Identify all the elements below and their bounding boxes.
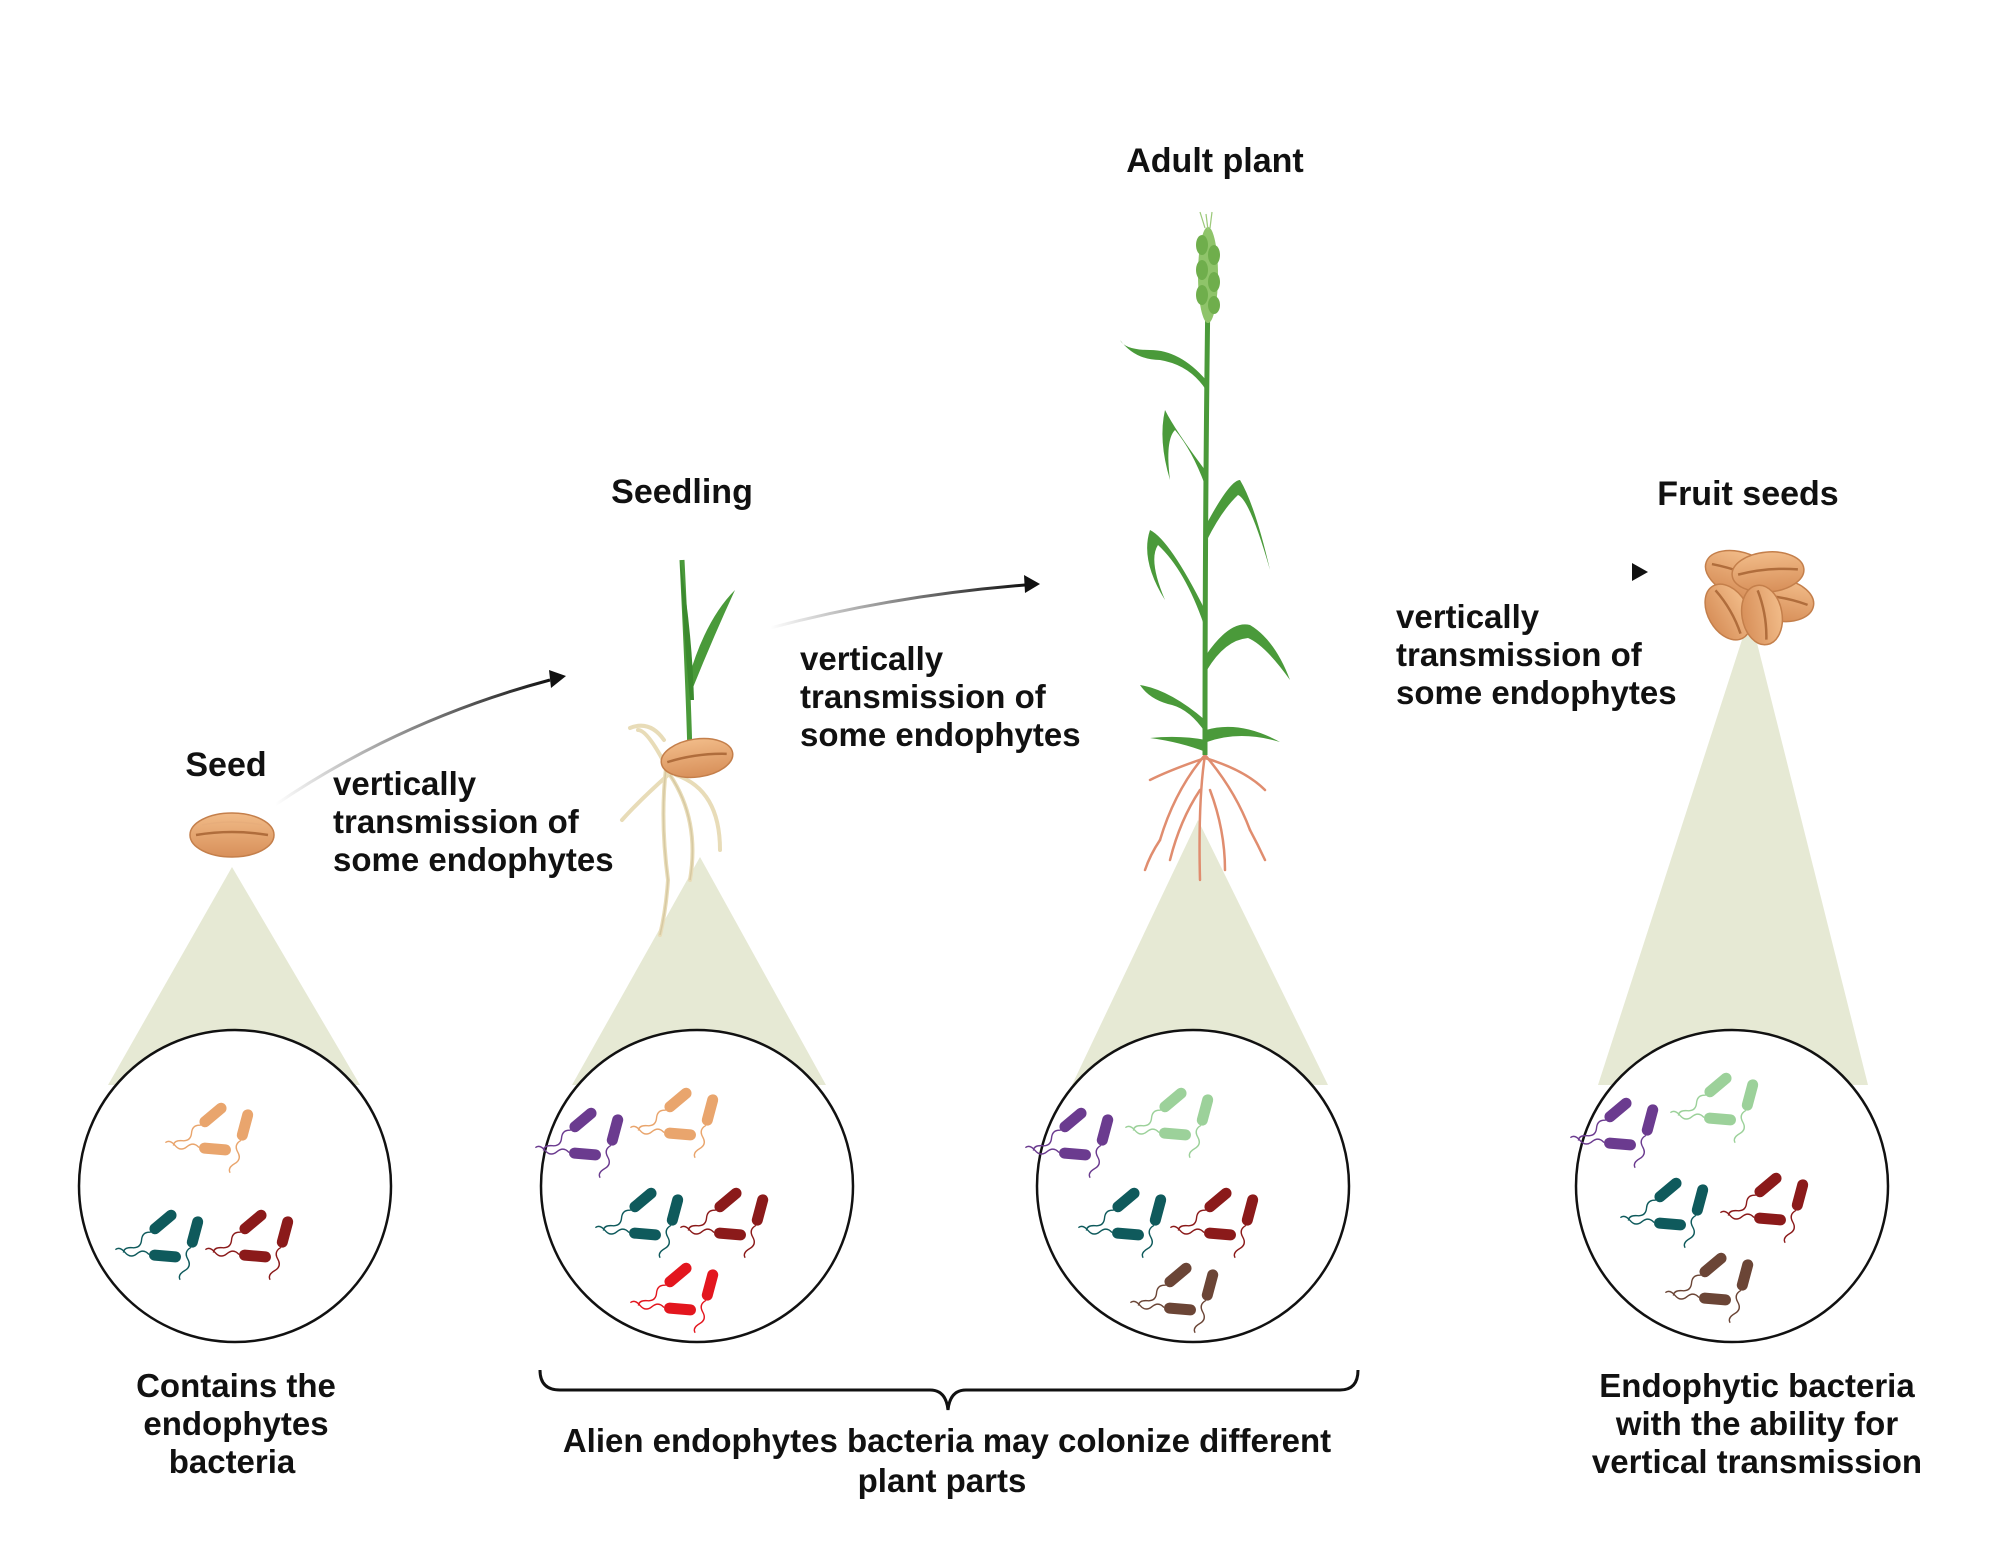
- caption-line: plant parts: [858, 1462, 1027, 1499]
- arrow-label-line: some endophytes: [1396, 674, 1677, 711]
- arrow-seed-to-seedling: [274, 670, 566, 807]
- bacterium: [212, 1209, 267, 1253]
- bacterium: [1129, 1300, 1196, 1316]
- bacterium: [1169, 1225, 1236, 1241]
- fruit-bacteria-circle: [1569, 1028, 1890, 1344]
- caption-line: Contains the: [136, 1367, 336, 1404]
- arrow-label-line: vertically: [1396, 598, 1540, 635]
- bacterium: [1783, 1179, 1809, 1244]
- arrow-label-line: vertically: [800, 640, 944, 677]
- bacterium: [602, 1187, 657, 1231]
- bacterium: [1137, 1262, 1192, 1306]
- bacterium: [1177, 1187, 1232, 1231]
- bacterium: [1124, 1125, 1191, 1141]
- bacterium: [1088, 1114, 1114, 1179]
- brace: [538, 1369, 1360, 1411]
- bacterium: [1233, 1194, 1259, 1259]
- arrow-label-line: transmission of: [1396, 636, 1643, 673]
- bacterium: [629, 1300, 696, 1316]
- bacterium: [1132, 1087, 1187, 1131]
- bacterium: [629, 1125, 696, 1141]
- bacterium: [1077, 1225, 1144, 1241]
- bacterium: [687, 1187, 742, 1231]
- arrow-label-line: vertically: [333, 765, 477, 802]
- bacterium: [1032, 1107, 1087, 1151]
- bacterium: [1188, 1094, 1214, 1159]
- bacterium: [1024, 1145, 1091, 1161]
- arrow-label-line: transmission of: [800, 678, 1047, 715]
- bacterium: [1664, 1290, 1731, 1306]
- arrow-label-1: vertically transmission of some endophyt…: [333, 765, 614, 878]
- bacterium: [178, 1216, 204, 1281]
- bacterium: [1683, 1184, 1709, 1249]
- seedling-cone: [572, 857, 826, 1085]
- bacterium: [1633, 1104, 1659, 1169]
- seed-bacteria-circle: [77, 1028, 393, 1344]
- seedling-illustration: [620, 559, 735, 937]
- bacterium: [172, 1102, 227, 1146]
- caption-brace: Alien endophytes bacteria may colonize d…: [563, 1422, 1331, 1499]
- bacterium: [658, 1194, 684, 1259]
- bacterium: [1569, 1135, 1636, 1151]
- bacterium: [1619, 1215, 1686, 1231]
- stage-label-adult-plant: Adult plant: [1126, 142, 1304, 180]
- bacterium: [1677, 1072, 1732, 1116]
- caption-seed: Contains the endophytes bacteria: [136, 1367, 336, 1480]
- bacterium: [693, 1094, 719, 1159]
- bacterium: [598, 1114, 624, 1179]
- bacterium: [1085, 1187, 1140, 1231]
- caption-line: Endophytic bacteria: [1599, 1367, 1915, 1404]
- arrow-label-2: vertically transmission of some endophyt…: [800, 640, 1081, 753]
- arrow-label-3: vertically transmission of some endophyt…: [1396, 598, 1677, 711]
- stage-label-seed: Seed: [185, 746, 266, 784]
- bacterium: [637, 1087, 692, 1131]
- bacterium: [204, 1247, 271, 1263]
- caption-line: with the ability for: [1615, 1405, 1898, 1442]
- arrow-label-line: some endophytes: [333, 841, 614, 878]
- caption-line: Alien endophytes bacteria may colonize d…: [563, 1422, 1331, 1459]
- arrow-seedling-to-adult: [769, 575, 1040, 630]
- bacterium: [122, 1209, 177, 1253]
- seed-illustration: [189, 812, 275, 858]
- seedling-bacteria-circle: [534, 1028, 855, 1344]
- bacterium: [1728, 1259, 1754, 1324]
- bacterium: [268, 1216, 294, 1281]
- bacterium: [534, 1145, 601, 1161]
- bacterium: [637, 1262, 692, 1306]
- bacterium: [1733, 1079, 1759, 1144]
- adult-plant-illustration: [1120, 211, 1290, 882]
- arrow-adult-to-fruit: [1380, 563, 1648, 581]
- bacterium: [1193, 1269, 1219, 1334]
- bacterium: [693, 1269, 719, 1334]
- arrow-label-line: transmission of: [333, 803, 580, 840]
- bacterium: [743, 1194, 769, 1259]
- caption-line: vertical transmission: [1592, 1443, 1922, 1480]
- seed-cone: [108, 867, 360, 1085]
- bacterium: [1672, 1252, 1727, 1296]
- caption-line: bacteria: [169, 1443, 296, 1480]
- caption-fruit: Endophytic bacteria with the ability for…: [1592, 1367, 1922, 1480]
- bacterium: [228, 1109, 254, 1174]
- adult-cone: [1072, 820, 1328, 1085]
- caption-line: endophytes: [143, 1405, 328, 1442]
- fruit-cone: [1598, 615, 1868, 1085]
- bacterium: [542, 1107, 597, 1151]
- bacterium: [1727, 1172, 1782, 1216]
- adult-bacteria-circle: [1024, 1028, 1351, 1344]
- bacterium: [164, 1140, 231, 1156]
- bacterium: [1669, 1110, 1736, 1126]
- bacterium: [1141, 1194, 1167, 1259]
- bacterium: [1577, 1097, 1632, 1141]
- stage-label-seedling: Seedling: [611, 473, 753, 511]
- bacterium: [114, 1247, 181, 1263]
- fruit-seeds-illustration: [1704, 549, 1815, 646]
- bacterium: [1627, 1177, 1682, 1221]
- bacterium: [594, 1225, 661, 1241]
- arrow-label-line: some endophytes: [800, 716, 1081, 753]
- bacterium: [679, 1225, 746, 1241]
- bacterium: [1719, 1210, 1786, 1226]
- stage-label-fruit-seeds: Fruit seeds: [1657, 475, 1838, 513]
